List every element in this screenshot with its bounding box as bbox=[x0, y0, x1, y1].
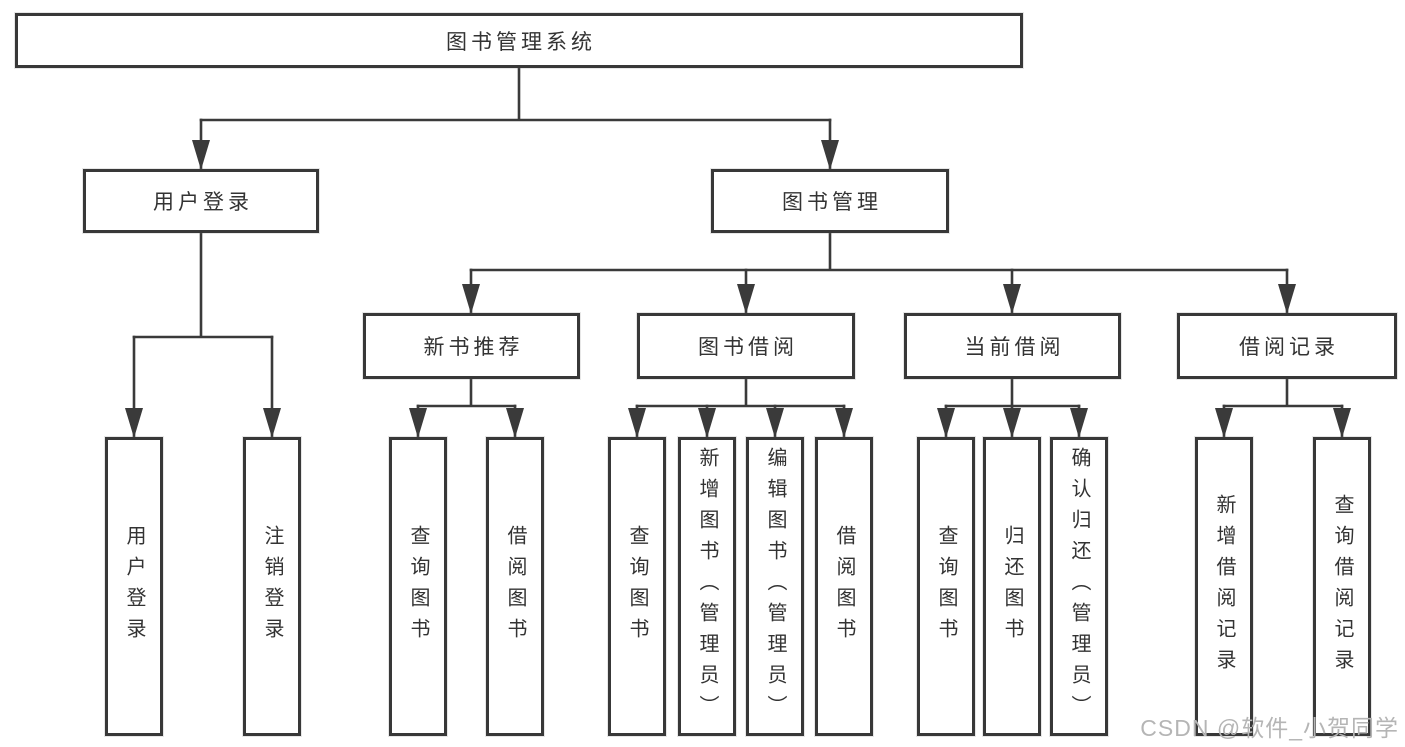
node-borrow-record: 借阅记录 bbox=[1177, 313, 1397, 379]
node-bb-add-book-admin: 新增图书（管理员） bbox=[678, 437, 736, 736]
node-root: 图书管理系统 bbox=[15, 13, 1023, 68]
node-leaf-user-login-label: 用户登录 bbox=[123, 524, 145, 649]
node-root-label: 图书管理系统 bbox=[446, 30, 596, 54]
node-bb-query-book: 查询图书 bbox=[608, 437, 666, 736]
node-book-management-label: 图书管理 bbox=[782, 191, 882, 214]
node-cb-confirm-return-admin-label: 确认归还（管理员） bbox=[1068, 447, 1090, 726]
node-bb-add-book-admin-label: 新增图书（管理员） bbox=[696, 447, 718, 726]
node-cb-return-book: 归还图书 bbox=[983, 437, 1041, 736]
node-book-management: 图书管理 bbox=[711, 169, 949, 233]
node-rec-query-book-label: 查询图书 bbox=[407, 524, 429, 649]
node-bb-query-book-label: 查询图书 bbox=[626, 524, 648, 649]
node-br-add-record-label: 新增借阅记录 bbox=[1213, 493, 1235, 680]
node-book-borrow: 图书借阅 bbox=[637, 313, 855, 379]
node-book-borrow-label: 图书借阅 bbox=[698, 336, 798, 359]
node-user-login: 用户登录 bbox=[83, 169, 319, 233]
node-cb-query-book-label: 查询图书 bbox=[935, 524, 957, 649]
node-borrow-record-label: 借阅记录 bbox=[1239, 336, 1339, 359]
node-bb-edit-book-admin: 编辑图书（管理员） bbox=[746, 437, 804, 736]
node-br-add-record: 新增借阅记录 bbox=[1195, 437, 1253, 736]
node-rec-borrow-book-label: 借阅图书 bbox=[504, 524, 526, 649]
node-user-login-label: 用户登录 bbox=[153, 191, 253, 214]
node-bb-borrow-book: 借阅图书 bbox=[815, 437, 873, 736]
node-new-book-recommend: 新书推荐 bbox=[363, 313, 580, 379]
node-cb-query-book: 查询图书 bbox=[917, 437, 975, 736]
node-leaf-user-login: 用户登录 bbox=[105, 437, 163, 736]
node-bb-edit-book-admin-label: 编辑图书（管理员） bbox=[764, 447, 786, 726]
node-leaf-logout: 注销登录 bbox=[243, 437, 301, 736]
node-leaf-logout-label: 注销登录 bbox=[261, 524, 283, 649]
node-bb-borrow-book-label: 借阅图书 bbox=[833, 524, 855, 649]
node-current-borrow-label: 当前借阅 bbox=[964, 336, 1065, 359]
csdn-watermark: CSDN @软件_小贺同学 bbox=[1140, 715, 1399, 741]
node-br-query-record: 查询借阅记录 bbox=[1313, 437, 1371, 736]
node-rec-borrow-book: 借阅图书 bbox=[486, 437, 544, 736]
node-cb-confirm-return-admin: 确认归还（管理员） bbox=[1050, 437, 1108, 736]
node-current-borrow: 当前借阅 bbox=[904, 313, 1121, 379]
node-cb-return-book-label: 归还图书 bbox=[1001, 524, 1023, 649]
node-br-query-record-label: 查询借阅记录 bbox=[1331, 493, 1353, 680]
node-rec-query-book: 查询图书 bbox=[389, 437, 447, 736]
node-new-book-recommend-label: 新书推荐 bbox=[423, 336, 524, 359]
